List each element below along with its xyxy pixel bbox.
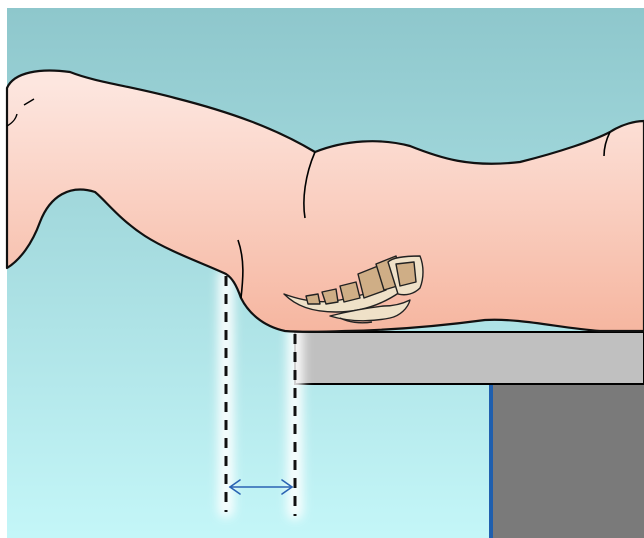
table-base <box>491 384 644 538</box>
table-top <box>295 332 644 384</box>
